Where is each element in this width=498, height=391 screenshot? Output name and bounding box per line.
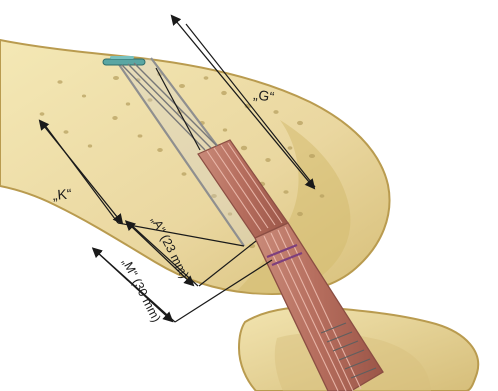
label-k: „K“ (52, 185, 73, 203)
label-g: „G“ (253, 86, 276, 105)
